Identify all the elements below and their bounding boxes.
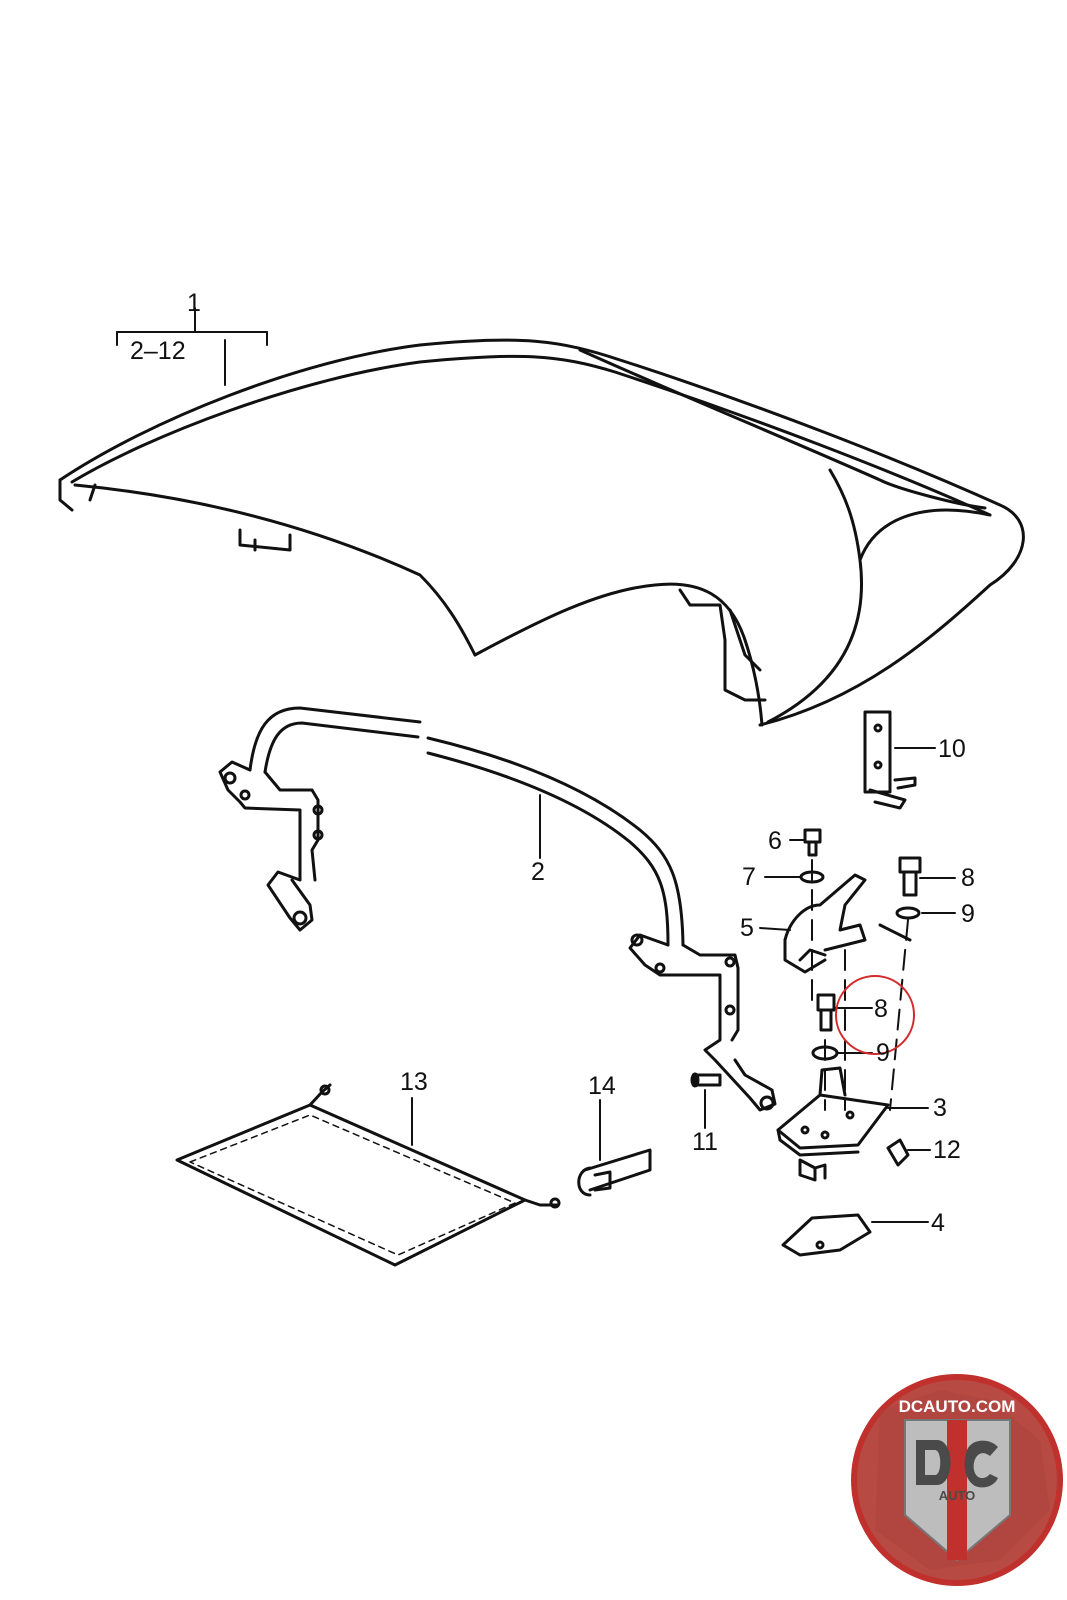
callout-14: 14: [588, 1072, 616, 1100]
hinge-assembly: [690, 828, 922, 1257]
hardtop-shell: [58, 338, 1025, 727]
callout-6: 6: [768, 827, 782, 855]
callout-2: 2: [531, 858, 545, 886]
callout-5: 5: [740, 914, 754, 942]
callout-11: 11: [692, 1128, 718, 1156]
logo-site-text: DCAUTO.COM: [899, 1397, 1016, 1416]
callout-1: 1: [187, 289, 201, 317]
callout-9-middle: 9: [876, 1039, 890, 1067]
latch-plate: [863, 710, 917, 810]
highlight-circle: [835, 975, 915, 1055]
roof-frame-bow: [218, 706, 777, 1112]
storage-bag: [175, 1083, 561, 1267]
callout-3: 3: [933, 1094, 947, 1122]
callout-9-top: 9: [961, 900, 975, 928]
callout-8-highlighted: 8: [874, 995, 888, 1023]
callout-10: 10: [938, 735, 966, 763]
callout-2-12: 2–12: [130, 337, 186, 365]
logo-sub-text: AUTO: [939, 1488, 976, 1503]
callout-4: 4: [931, 1209, 945, 1237]
callout-13: 13: [400, 1068, 428, 1096]
callout-12: 12: [933, 1136, 961, 1164]
dcauto-logo: AUTO DCAUTO.COM: [851, 1374, 1063, 1586]
leader-lines: [116, 307, 956, 1223]
assembly-guide-lines: [811, 859, 909, 1111]
callout-7: 7: [742, 863, 756, 891]
callout-8-top: 8: [961, 864, 975, 892]
strap-part: [577, 1148, 652, 1197]
